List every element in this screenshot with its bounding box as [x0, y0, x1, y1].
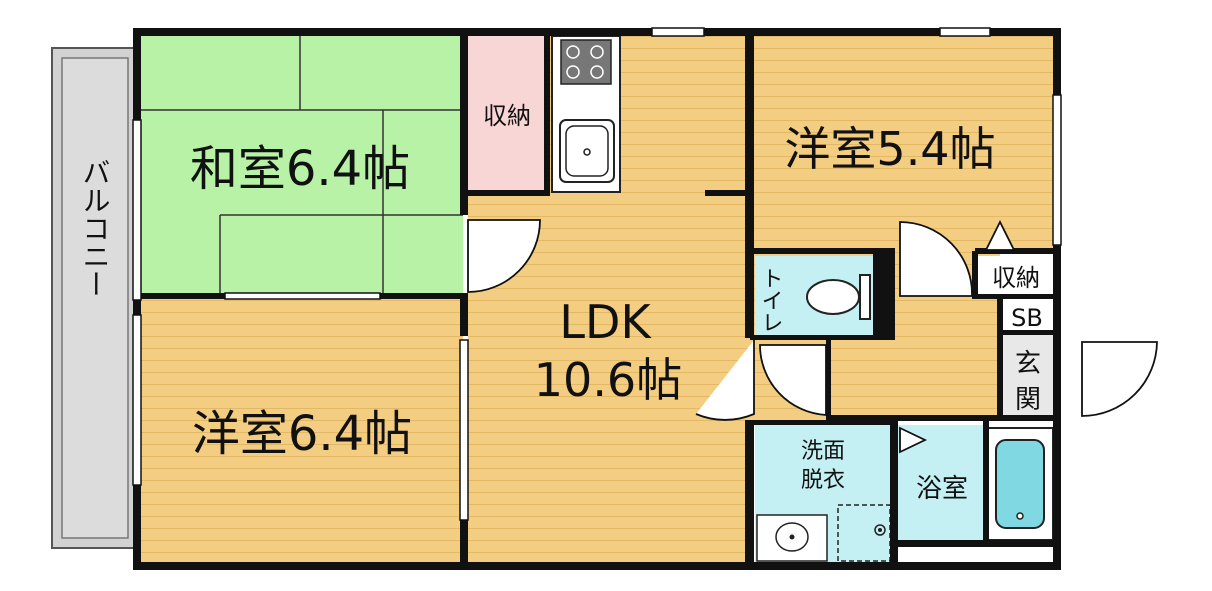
closet-left-label: 収納	[483, 102, 531, 130]
doors	[467, 219, 1158, 454]
bathtub-icon	[987, 427, 1054, 541]
tatami-lines	[138, 33, 463, 296]
kitchen-counter	[551, 35, 621, 193]
ldk-label-line2: 10.6帖	[534, 353, 682, 407]
entrance-floor	[1000, 335, 1055, 420]
bath-label: 浴室	[916, 474, 968, 504]
washbasin-icon	[756, 514, 828, 562]
bath-door-marker	[899, 426, 928, 454]
toilet-bowl-icon	[806, 274, 871, 320]
shoe-box-label: SB	[1011, 304, 1043, 332]
western-room-left-floor	[138, 296, 463, 565]
western-room-right-floor	[750, 33, 1057, 251]
entrance-label-line1: 玄	[1015, 349, 1041, 379]
japanese-room-label: 和室6.4帖	[190, 141, 410, 197]
entrance-door	[1081, 341, 1158, 417]
closet-left-floor	[468, 33, 544, 193]
washroom-label-line2: 脱衣	[801, 468, 845, 493]
stove-icon	[560, 39, 612, 85]
windows	[132, 27, 1062, 521]
sink-icon	[559, 119, 615, 183]
entrance-label-line2: 関	[1015, 385, 1041, 415]
closet-door-marker	[984, 219, 1016, 251]
western-right-door	[899, 221, 973, 297]
hall-door	[759, 344, 827, 416]
western-room-right-label: 洋室5.4帖	[784, 122, 995, 176]
toilet-label: トイレ	[758, 267, 783, 333]
ldk-door	[695, 340, 755, 421]
washroom-label-line1: 洗面	[801, 439, 845, 464]
closet-right-label: 収納	[992, 264, 1040, 292]
western-room-left-label: 洋室6.4帖	[192, 406, 412, 462]
ldk-label-line1: LDK	[559, 295, 652, 349]
closet-right-floor	[975, 256, 1055, 296]
balcony	[51, 47, 139, 549]
balcony-label: バルコニー	[79, 158, 112, 298]
japanese-room-door	[467, 219, 541, 293]
